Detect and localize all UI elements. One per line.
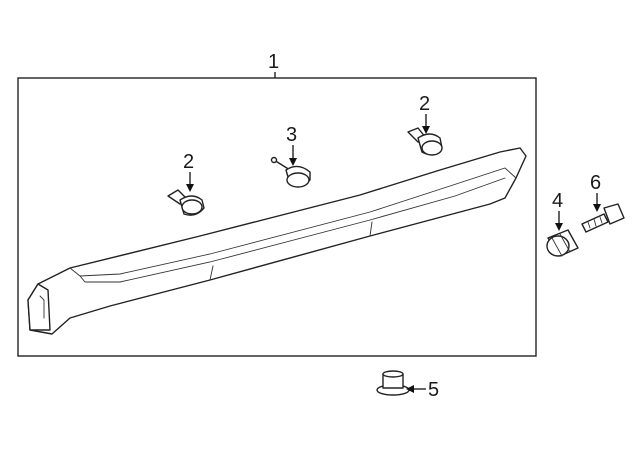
retainer-clip-right-icon xyxy=(407,127,443,156)
callout-6-arrow-icon xyxy=(593,204,601,212)
callout-2a-arrow-icon xyxy=(186,184,194,192)
callout-1-label: 1 xyxy=(268,51,279,73)
callout-2b-label: 2 xyxy=(419,93,430,115)
callout-4-label: 5 xyxy=(428,379,439,401)
callout-2b-arrow-icon xyxy=(422,126,430,134)
callout-3-label: 3 xyxy=(286,124,297,146)
callout-5-label: 4 xyxy=(552,190,563,212)
assembly-frame xyxy=(17,77,537,357)
screw-icon xyxy=(581,203,625,233)
rocker-molding-icon xyxy=(27,147,527,335)
callout-6-label: 6 xyxy=(590,172,601,194)
retainer-clip-left-icon xyxy=(167,189,205,216)
callout-4-arrow-icon xyxy=(406,385,414,393)
grommet-icon xyxy=(546,229,579,257)
callout-5-arrow-icon xyxy=(555,223,563,231)
stud-clip-icon xyxy=(270,156,311,188)
flange-nut-icon xyxy=(376,370,410,396)
callout-3-arrow-icon xyxy=(289,158,297,166)
callout-2a-label: 2 xyxy=(183,151,194,173)
